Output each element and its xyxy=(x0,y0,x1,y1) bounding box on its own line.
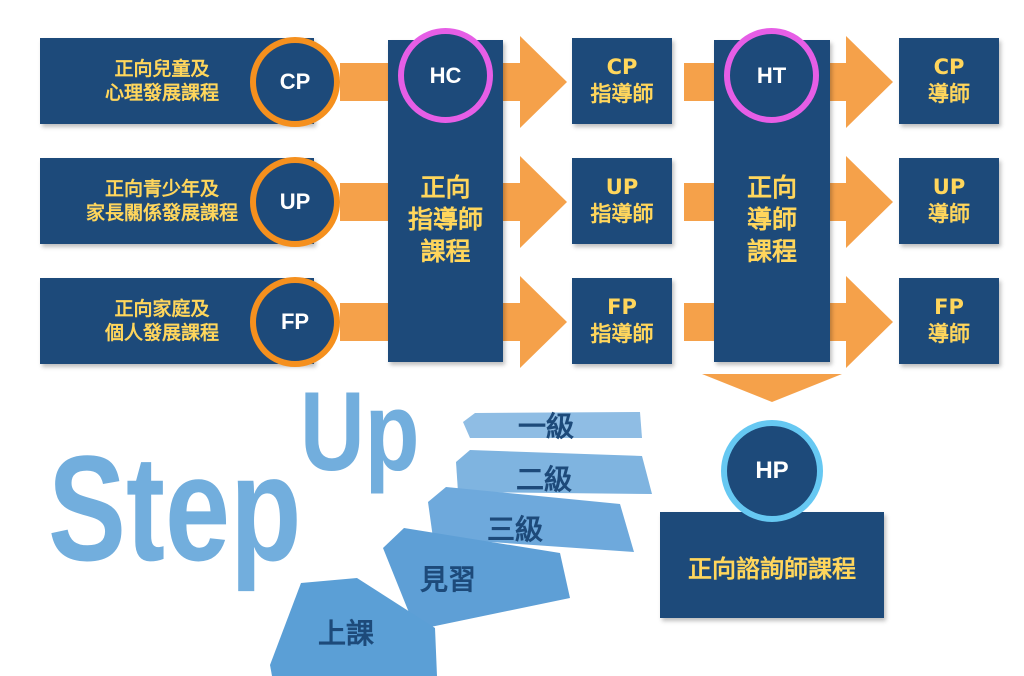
arrow-ht-hp xyxy=(702,374,842,402)
ht-course-label: 正向 導師 課程 xyxy=(746,173,797,266)
course-label-cp: 正向兒童及 心理發展課程 xyxy=(104,57,219,104)
tutor-label-cp: CP 導師 xyxy=(928,55,970,106)
instructor-box-fp: FP 指導師 xyxy=(572,278,672,364)
step-label-class: 上課 xyxy=(318,617,375,650)
hc-course-label: 正向 指導師 課程 xyxy=(407,173,483,266)
step-label-1: 一級 xyxy=(518,410,575,443)
tutor-label-fp: FP 導師 xyxy=(928,295,970,346)
stepup-word-step: Step xyxy=(48,424,302,592)
arrow-hc-up xyxy=(503,156,567,248)
step-practice xyxy=(383,528,570,630)
tutor-label-up: UP 導師 xyxy=(928,175,970,226)
badge-ht: HT xyxy=(724,28,819,123)
course-label-up: 正向青少年及 家長關係發展課程 xyxy=(85,177,238,224)
badge-hc: HC xyxy=(398,28,493,123)
arrow-ht-up xyxy=(830,156,893,248)
step-label-3: 三級 xyxy=(487,513,544,546)
instructor-label-cp: CP 指導師 xyxy=(590,55,654,106)
step-label-2: 二級 xyxy=(516,463,573,496)
instructor-box-up: UP 指導師 xyxy=(572,158,672,244)
arrow-hc-cp xyxy=(503,36,567,128)
tutor-box-up: UP 導師 xyxy=(899,158,999,244)
instructor-label-up: UP 指導師 xyxy=(590,175,654,226)
tutor-box-fp: FP 導師 xyxy=(899,278,999,364)
connector-fpi-ht xyxy=(684,303,716,341)
stepup-word-up: Up xyxy=(300,370,419,495)
badge-hp: HP xyxy=(721,420,823,522)
connector-up-hc xyxy=(340,183,388,221)
connector-upi-ht xyxy=(684,183,716,221)
tutor-box-cp: CP 導師 xyxy=(899,38,999,124)
badge-fp: FP xyxy=(250,277,340,367)
step-level-2 xyxy=(456,450,652,494)
hp-course-label: 正向諮詢師課程 xyxy=(688,554,856,583)
connector-cpi-ht xyxy=(684,63,716,101)
arrow-ht-cp xyxy=(830,36,893,128)
step-class xyxy=(270,578,437,676)
arrow-hc-fp xyxy=(503,276,567,368)
connector-cp-hc xyxy=(340,63,388,101)
course-label-fp: 正向家庭及 個人發展課程 xyxy=(104,297,219,344)
connector-fp-hc xyxy=(340,303,388,341)
step-label-practice: 見習 xyxy=(420,563,477,596)
arrow-ht-fp xyxy=(830,276,893,368)
badge-up: UP xyxy=(250,157,340,247)
badge-cp: CP xyxy=(250,37,340,127)
hp-course-box: 正向諮詢師課程 xyxy=(660,512,884,618)
instructor-label-fp: FP 指導師 xyxy=(590,295,654,346)
step-level-1 xyxy=(463,412,642,438)
step-level-3 xyxy=(428,487,634,552)
instructor-box-cp: CP 指導師 xyxy=(572,38,672,124)
